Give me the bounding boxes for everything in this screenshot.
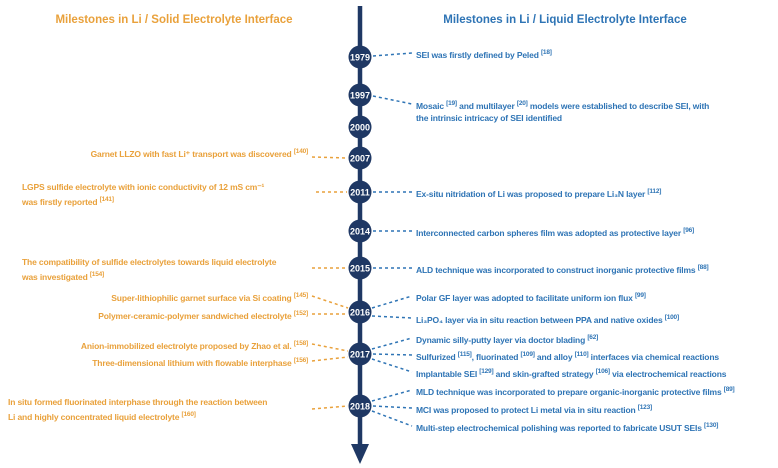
right-column-title: Milestones in Li / Liquid Electrolyte In… [443, 14, 687, 26]
year-node-1979 [348, 45, 372, 69]
year-node-1997 [348, 83, 372, 107]
year-label-2017: 2017 [350, 350, 370, 360]
event-solid-2016-a: Super-lithiophilic garnet surface via Si… [111, 292, 308, 303]
year-label-2000: 2000 [350, 123, 370, 133]
event-solid-2011: LGPS sulfide electrolyte with ionic cond… [22, 182, 265, 207]
event-liquid-2017-b: Sulfurized [115], fluorinated [109] and … [416, 351, 719, 362]
year-label-1997: 1997 [350, 91, 370, 101]
connector-liquid-2018-a [371, 389, 413, 402]
year-node-2007 [348, 146, 372, 170]
event-liquid-2014: Interconnected carbon spheres film was a… [416, 227, 694, 238]
year-node-2014 [348, 219, 372, 243]
event-liquid-2016-b: Li₃PO₄ layer via in situ reaction betwee… [416, 314, 679, 325]
year-node-2017 [348, 342, 372, 366]
event-liquid-1997: Mosaic [19] and multilayer [20] models w… [416, 100, 710, 124]
event-liquid-2016-a: Polar GF layer was adopted to facilitate… [416, 292, 646, 303]
event-solid-2017-a: Anion-immobilized electrolyte proposed b… [80, 340, 308, 351]
year-label-2015: 2015 [350, 264, 370, 274]
year-label-2011: 2011 [350, 188, 370, 198]
event-solid-2016-b: Polymer-ceramic-polymer sandwiched elect… [98, 310, 308, 321]
year-node-2018 [348, 394, 372, 418]
event-liquid-2017-c: Implantable SEI [129] and skin-grafted s… [416, 368, 727, 379]
connector-liquid-1979 [372, 52, 413, 57]
year-label-1979: 1979 [350, 53, 370, 63]
year-label-2014: 2014 [350, 227, 370, 237]
connector-solid-2017-b [311, 356, 349, 362]
connector-liquid-1997 [372, 95, 413, 105]
event-liquid-2018-a: MLD technique was incorporated to prepar… [416, 386, 735, 397]
connector-liquid-2017-b [372, 353, 413, 356]
year-node-2000 [348, 115, 372, 139]
event-solid-2017-b: Three-dimensional lithium with flowable … [92, 357, 308, 368]
event-liquid-2018-c: Multi-step electrochemical polishing was… [416, 422, 719, 433]
event-liquid-2011: Ex-situ nitridation of Li was proposed t… [416, 188, 662, 199]
connector-solid-2016-a [311, 295, 349, 309]
event-liquid-2018-b: MCI was proposed to protect Li metal via… [416, 404, 652, 415]
event-solid-2007: Garnet LLZO with fast Li⁺ transport was … [90, 148, 309, 159]
connector-liquid-2018-b [372, 405, 413, 409]
year-label-2016: 2016 [350, 308, 370, 318]
left-column-title: Milestones in Li / Solid Electrolyte Int… [55, 14, 293, 26]
connector-solid-2018 [311, 405, 349, 410]
year-node-2016 [348, 300, 372, 324]
connector-liquid-2017-c [371, 358, 413, 373]
year-label-2007: 2007 [350, 154, 370, 164]
year-node-2015 [348, 256, 372, 280]
event-solid-2018: In situ formed fluorinated interphase th… [8, 397, 268, 422]
connector-liquid-2017-a [371, 337, 413, 350]
event-solid-2015: The compatibility of sulfide electrolyte… [22, 257, 277, 282]
connector-solid-2017-a [311, 343, 349, 352]
event-liquid-2015: ALD technique was incorporated to constr… [416, 264, 709, 275]
year-node-2011 [348, 180, 372, 204]
connector-solid-2007 [311, 156, 348, 159]
connector-liquid-2016-a [371, 295, 413, 309]
timeline-arrowhead-icon [351, 444, 369, 464]
event-liquid-1979: SEI was firstly defined by Peled [18] [416, 49, 552, 60]
year-label-2018: 2018 [350, 402, 370, 412]
connector-liquid-2016-b [371, 315, 413, 319]
connector-liquid-2018-c [371, 410, 413, 427]
event-liquid-2017-a: Dynamic silly-putty layer via doctor bla… [416, 334, 599, 345]
